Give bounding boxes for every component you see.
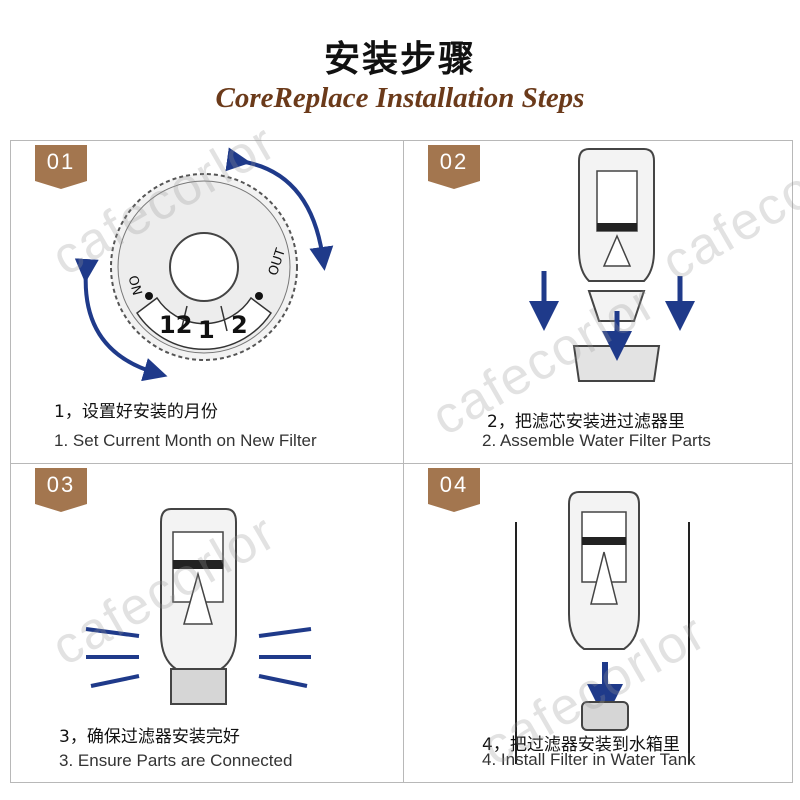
dial-month-2: 2: [231, 311, 248, 339]
step-1-text-en: 1. Set Current Month on New Filter: [54, 431, 317, 450]
step-badge-4: 04: [428, 468, 480, 512]
step-panel-4: 04 4，把过滤器安装到水箱里 4. Install Filter in Wat…: [404, 464, 794, 784]
dial-month-1: 1: [198, 316, 215, 344]
step-3-text-en: 3. Ensure Parts are Connected: [59, 751, 293, 770]
page-title-cn: 安装步骤: [323, 39, 476, 80]
dial-month-12: 12: [159, 311, 193, 339]
step-panel-3: 03 3，确保过滤器安装完好 3. Ensure Parts are Conne…: [11, 464, 401, 784]
step-badge-2: 02: [428, 145, 480, 189]
month-dial-illustration: [74, 147, 334, 382]
step-panel-2: 02 2，把滤芯安装进过滤器里 2. Assemble Water Filter…: [404, 141, 794, 461]
step-4-text-cn: 4，把过滤器安装到水箱里: [482, 735, 680, 755]
step-4-text-en: 4. Install Filter in Water Tank: [482, 750, 696, 769]
step-3-text-cn: 3，确保过滤器安装完好: [59, 727, 240, 747]
assemble-filter-illustration: [529, 148, 695, 382]
vibration-lines: [85, 627, 312, 688]
step-badge-1: 01: [35, 145, 87, 189]
step-badge-3: 03: [35, 468, 87, 512]
step-panel-1: 01 ON OUT 12 1 2 1，设置好安装的月份 1. Set Curre…: [11, 141, 401, 461]
grid-divider-vertical: [403, 140, 404, 783]
step-2-text-cn: 2，把滤芯安装进过滤器里: [487, 412, 685, 432]
rotate-arrow-right: [225, 147, 334, 271]
water-tank: [515, 522, 690, 764]
page-title-en: CoreReplace Installation Steps: [215, 82, 585, 114]
step-2-text-en: 2. Assemble Water Filter Parts: [482, 431, 711, 450]
rotate-arrow-left: [74, 258, 168, 382]
step-1-text-cn: 1，设置好安装的月份: [54, 402, 218, 422]
connected-filter-illustration: [85, 508, 312, 705]
steps-grid: [10, 140, 793, 783]
grid-divider-horizontal: [10, 463, 793, 464]
install-tank-illustration: [515, 491, 690, 764]
